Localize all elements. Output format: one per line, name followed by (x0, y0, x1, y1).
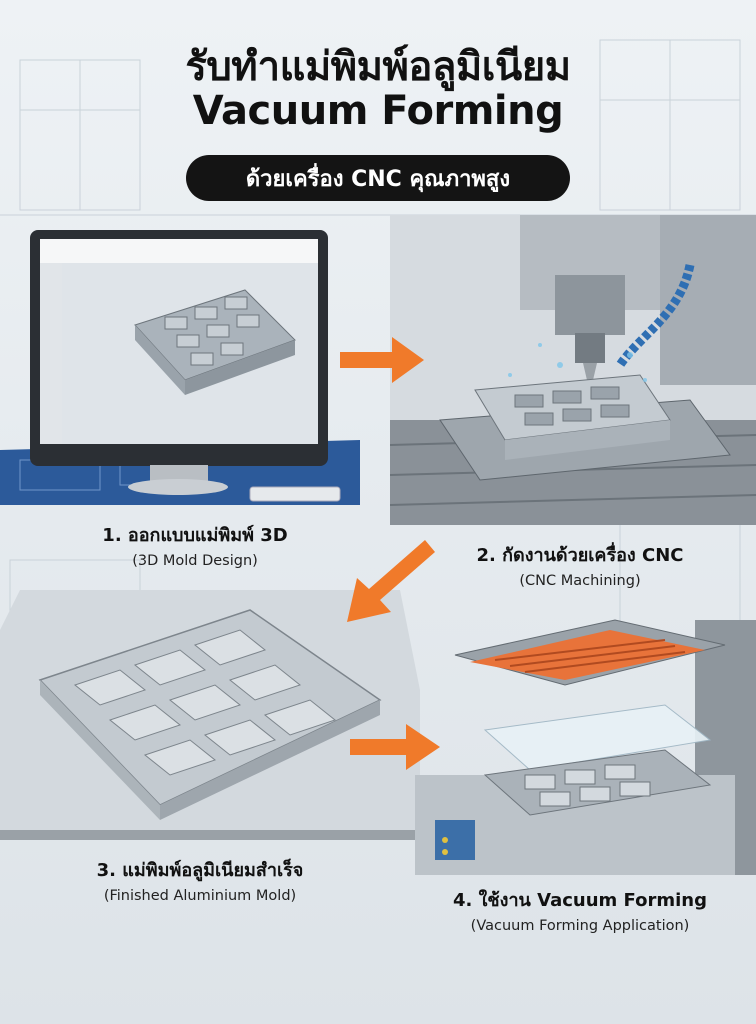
step-1-caption: 1. ออกแบบแม่พิมพ์ 3D (3D Mold Design) (45, 520, 345, 569)
subtitle-pill: ด้วยเครื่อง CNC คุณภาพสูง (186, 155, 570, 201)
step-3-label: 3. แม่พิมพ์อลูมิเนียมสำเร็จ (96, 860, 304, 881)
step-2-sub: (CNC Machining) (519, 573, 641, 589)
arrow-right-icon (340, 337, 424, 383)
step-3-caption: 3. แม่พิมพ์อลูมิเนียมสำเร็จ (Finished Al… (35, 855, 365, 904)
arrow-down-left-icon (347, 540, 435, 622)
step-4-label: 4. ใช้งาน Vacuum Forming (453, 890, 707, 911)
step-4-sub: (Vacuum Forming Application) (470, 918, 690, 934)
vacuum-forming-illustration (415, 619, 756, 875)
step-1-label: 1. ออกแบบแม่พิมพ์ 3D (102, 525, 288, 546)
headline-thai: รับทำแม่พิมพ์อลูมิเนียม (185, 44, 571, 90)
cnc-machine-illustration (390, 215, 756, 525)
arrow-right-icon (350, 724, 440, 770)
step-2-label: 2. กัดงานด้วยเครื่อง CNC (476, 545, 684, 566)
step-3-sub: (Finished Aluminium Mold) (103, 888, 297, 904)
step-1-sub: (3D Mold Design) (132, 553, 258, 569)
step-4-caption: 4. ใช้งาน Vacuum Forming (Vacuum Forming… (410, 885, 750, 934)
aluminium-mold-illustration (0, 590, 420, 840)
cad-monitor-illustration (0, 230, 360, 505)
headline-english: Vacuum Forming (192, 88, 564, 134)
step-2-caption: 2. กัดงานด้วยเครื่อง CNC (CNC Machining) (420, 540, 740, 589)
